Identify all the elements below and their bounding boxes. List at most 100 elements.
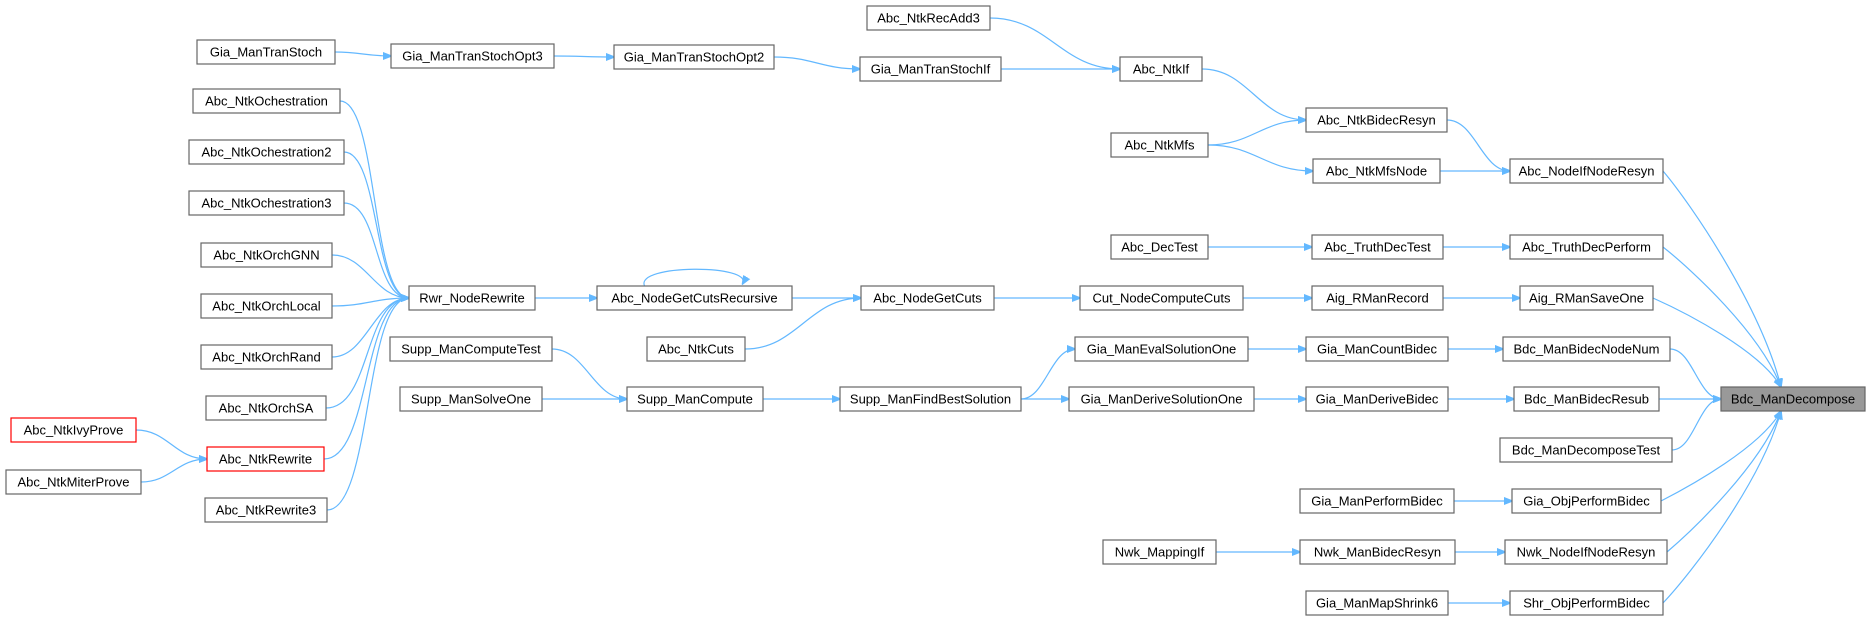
node-bdc-mandecompose[interactable]: Bdc_ManDecompose (1720, 386, 1866, 412)
node-abc-ntkochestration3[interactable]: Abc_NtkOchestration3 (188, 190, 345, 216)
node-abc-ntkrecadd3[interactable]: Abc_NtkRecAdd3 (866, 5, 991, 31)
node-label: Aig_RManSaveOne (1529, 290, 1644, 305)
node-abc-nodegetcuts[interactable]: Abc_NodeGetCuts (860, 285, 995, 311)
node-box (839, 386, 1022, 412)
node-box (408, 285, 536, 311)
node-aig-rmansaveone[interactable]: Aig_RManSaveOne (1519, 285, 1654, 311)
edge-abc-ntkrecadd3-to-abc-ntkif (989, 17, 1120, 69)
node-supp-mancomputetest[interactable]: Supp_ManComputeTest (389, 336, 553, 362)
node-abc-ntkrewrite3[interactable]: Abc_NtkRewrite3 (204, 497, 328, 523)
node-label: Nwk_NodeIfNodeResyn (1517, 544, 1656, 559)
node-bdc-manbidecresub[interactable]: Bdc_ManBidecResub (1513, 386, 1660, 412)
node-label: Supp_ManComputeTest (401, 341, 541, 356)
node-abc-ntkorchrand[interactable]: Abc_NtkOrchRand (200, 344, 333, 370)
node-box (1312, 158, 1441, 184)
node-supp-mansolveone[interactable]: Supp_ManSolveOne (399, 386, 543, 412)
node-abc-ntkcuts[interactable]: Abc_NtkCuts (646, 336, 746, 362)
node-box (1110, 132, 1209, 158)
node-gia-mantranstochopt3[interactable]: Gia_ManTranStochOpt3 (390, 43, 555, 69)
node-box (1311, 234, 1444, 260)
node-abc-ntkorchsa[interactable]: Abc_NtkOrchSA (205, 395, 327, 421)
node-abc-ntkorchgnn[interactable]: Abc_NtkOrchGNN (200, 242, 333, 268)
node-box (1079, 285, 1244, 311)
node-abc-ntkmfs[interactable]: Abc_NtkMfs (1110, 132, 1209, 158)
edge-abc-ntkorchgnn-to-rwr-noderewrite (331, 254, 409, 298)
node-nwk-nodeifnoderesyn[interactable]: Nwk_NodeIfNodeResyn (1504, 539, 1668, 565)
node-gia-objperformbidec[interactable]: Gia_ObjPerformBidec (1511, 488, 1662, 514)
node-label: Abc_NtkOchestration3 (201, 195, 331, 210)
node-box (205, 395, 327, 421)
node-box (596, 285, 793, 311)
node-bdc-manbidecnodenum[interactable]: Bdc_ManBidecNodeNum (1502, 336, 1671, 362)
node-label: Abc_NodeIfNodeResyn (1519, 163, 1655, 178)
node-box (1720, 386, 1866, 412)
node-gia-manderivesolutionone[interactable]: Gia_ManDeriveSolutionOne (1068, 386, 1255, 412)
node-gia-mancountbidec[interactable]: Gia_ManCountBidec (1305, 336, 1449, 362)
node-label: Gia_ManTranStoch (210, 44, 322, 59)
node-label: Gia_ManTranStochOpt3 (402, 48, 542, 63)
node-abc-ntkif[interactable]: Abc_NtkIf (1119, 56, 1203, 82)
node-gia-manperformbidec[interactable]: Gia_ManPerformBidec (1299, 488, 1455, 514)
node-label: Abc_NtkCuts (658, 341, 734, 356)
node-cut-nodecomputecuts[interactable]: Cut_NodeComputeCuts (1079, 285, 1244, 311)
node-box (1074, 336, 1249, 362)
node-label: Abc_NtkMfsNode (1326, 163, 1427, 178)
node-box (1299, 488, 1455, 514)
node-box (10, 417, 137, 443)
edge-bdc-mandecomposetest-to-bdc-mandecompose (1671, 399, 1721, 451)
node-box (1299, 539, 1456, 565)
edge-abc-ntkrewrite-to-rwr-noderewrite (323, 298, 409, 460)
node-gia-mantranstochopt2[interactable]: Gia_ManTranStochOpt2 (613, 44, 775, 70)
edge-abc-ntkorchlocal-to-rwr-noderewrite (331, 298, 409, 307)
edge-abc-ntkrewrite3-to-rwr-noderewrite (326, 298, 409, 511)
node-box (1110, 234, 1209, 260)
node-box (188, 190, 345, 216)
node-abc-truthdectest[interactable]: Abc_TruthDecTest (1311, 234, 1444, 260)
node-rwr-noderewrite[interactable]: Rwr_NodeRewrite (408, 285, 536, 311)
node-box (1509, 158, 1664, 184)
edge-gia-objperformbidec-to-bdc-mandecompose (1660, 411, 1781, 502)
node-abc-ntkbidecresyn[interactable]: Abc_NtkBidecResyn (1305, 107, 1448, 133)
node-abc-dectest[interactable]: Abc_DecTest (1110, 234, 1209, 260)
node-abc-ntkrewrite[interactable]: Abc_NtkRewrite (206, 446, 325, 472)
node-label: Bdc_ManDecomposeTest (1512, 442, 1661, 457)
node-gia-manderivebidec[interactable]: Gia_ManDeriveBidec (1305, 386, 1449, 412)
node-abc-nodeifnoderesyn[interactable]: Abc_NodeIfNodeResyn (1509, 158, 1664, 184)
node-box (1513, 386, 1660, 412)
node-supp-manfindbestsolution[interactable]: Supp_ManFindBestSolution (839, 386, 1022, 412)
node-box (1502, 336, 1671, 362)
node-bdc-mandecomposetest[interactable]: Bdc_ManDecomposeTest (1499, 437, 1673, 463)
node-box (188, 139, 345, 165)
node-abc-ntkivyprove[interactable]: Abc_NtkIvyProve (10, 417, 137, 443)
node-abc-ntkmfsnode[interactable]: Abc_NtkMfsNode (1312, 158, 1441, 184)
node-gia-manmapshrink6[interactable]: Gia_ManMapShrink6 (1305, 590, 1449, 616)
node-box (866, 5, 991, 31)
node-label: Abc_TruthDecTest (1324, 239, 1431, 254)
node-abc-ntkmiterprove[interactable]: Abc_NtkMiterProve (5, 469, 142, 495)
node-gia-mantranstochif[interactable]: Gia_ManTranStochIf (859, 56, 1002, 82)
node-nwk-manbidecresyn[interactable]: Nwk_ManBidecResyn (1299, 539, 1456, 565)
node-nwk-mappingif[interactable]: Nwk_MappingIf (1102, 539, 1217, 565)
node-abc-ntkorchlocal[interactable]: Abc_NtkOrchLocal (200, 293, 333, 319)
node-aig-rmanrecord[interactable]: Aig_RManRecord (1311, 285, 1444, 311)
node-abc-truthdecperform[interactable]: Abc_TruthDecPerform (1509, 234, 1664, 260)
node-label: Abc_NtkBidecResyn (1317, 112, 1436, 127)
node-abc-ntkochestration2[interactable]: Abc_NtkOchestration2 (188, 139, 345, 165)
node-box (1511, 488, 1662, 514)
node-supp-mancompute[interactable]: Supp_ManCompute (626, 386, 764, 412)
node-gia-manevalsolutionone[interactable]: Gia_ManEvalSolutionOne (1074, 336, 1249, 362)
node-gia-mantranstoch[interactable]: Gia_ManTranStoch (196, 39, 336, 65)
node-abc-ntkochestration[interactable]: Abc_NtkOchestration (192, 88, 341, 114)
node-label: Gia_ManTranStochOpt2 (624, 49, 764, 64)
node-box (204, 497, 328, 523)
node-label: Gia_ManEvalSolutionOne (1087, 341, 1237, 356)
node-box (399, 386, 543, 412)
node-box (200, 242, 333, 268)
edge-aig-rmansaveone-to-bdc-mandecompose (1652, 297, 1781, 387)
node-label: Aig_RManRecord (1326, 290, 1429, 305)
node-abc-nodegetcutsrecursive[interactable]: Abc_NodeGetCutsRecursive (596, 285, 793, 311)
edge-abc-nodeifnoderesyn-to-bdc-mandecompose (1662, 170, 1781, 387)
node-shr-objperformbidec[interactable]: Shr_ObjPerformBidec (1509, 590, 1664, 616)
node-box (1519, 285, 1654, 311)
